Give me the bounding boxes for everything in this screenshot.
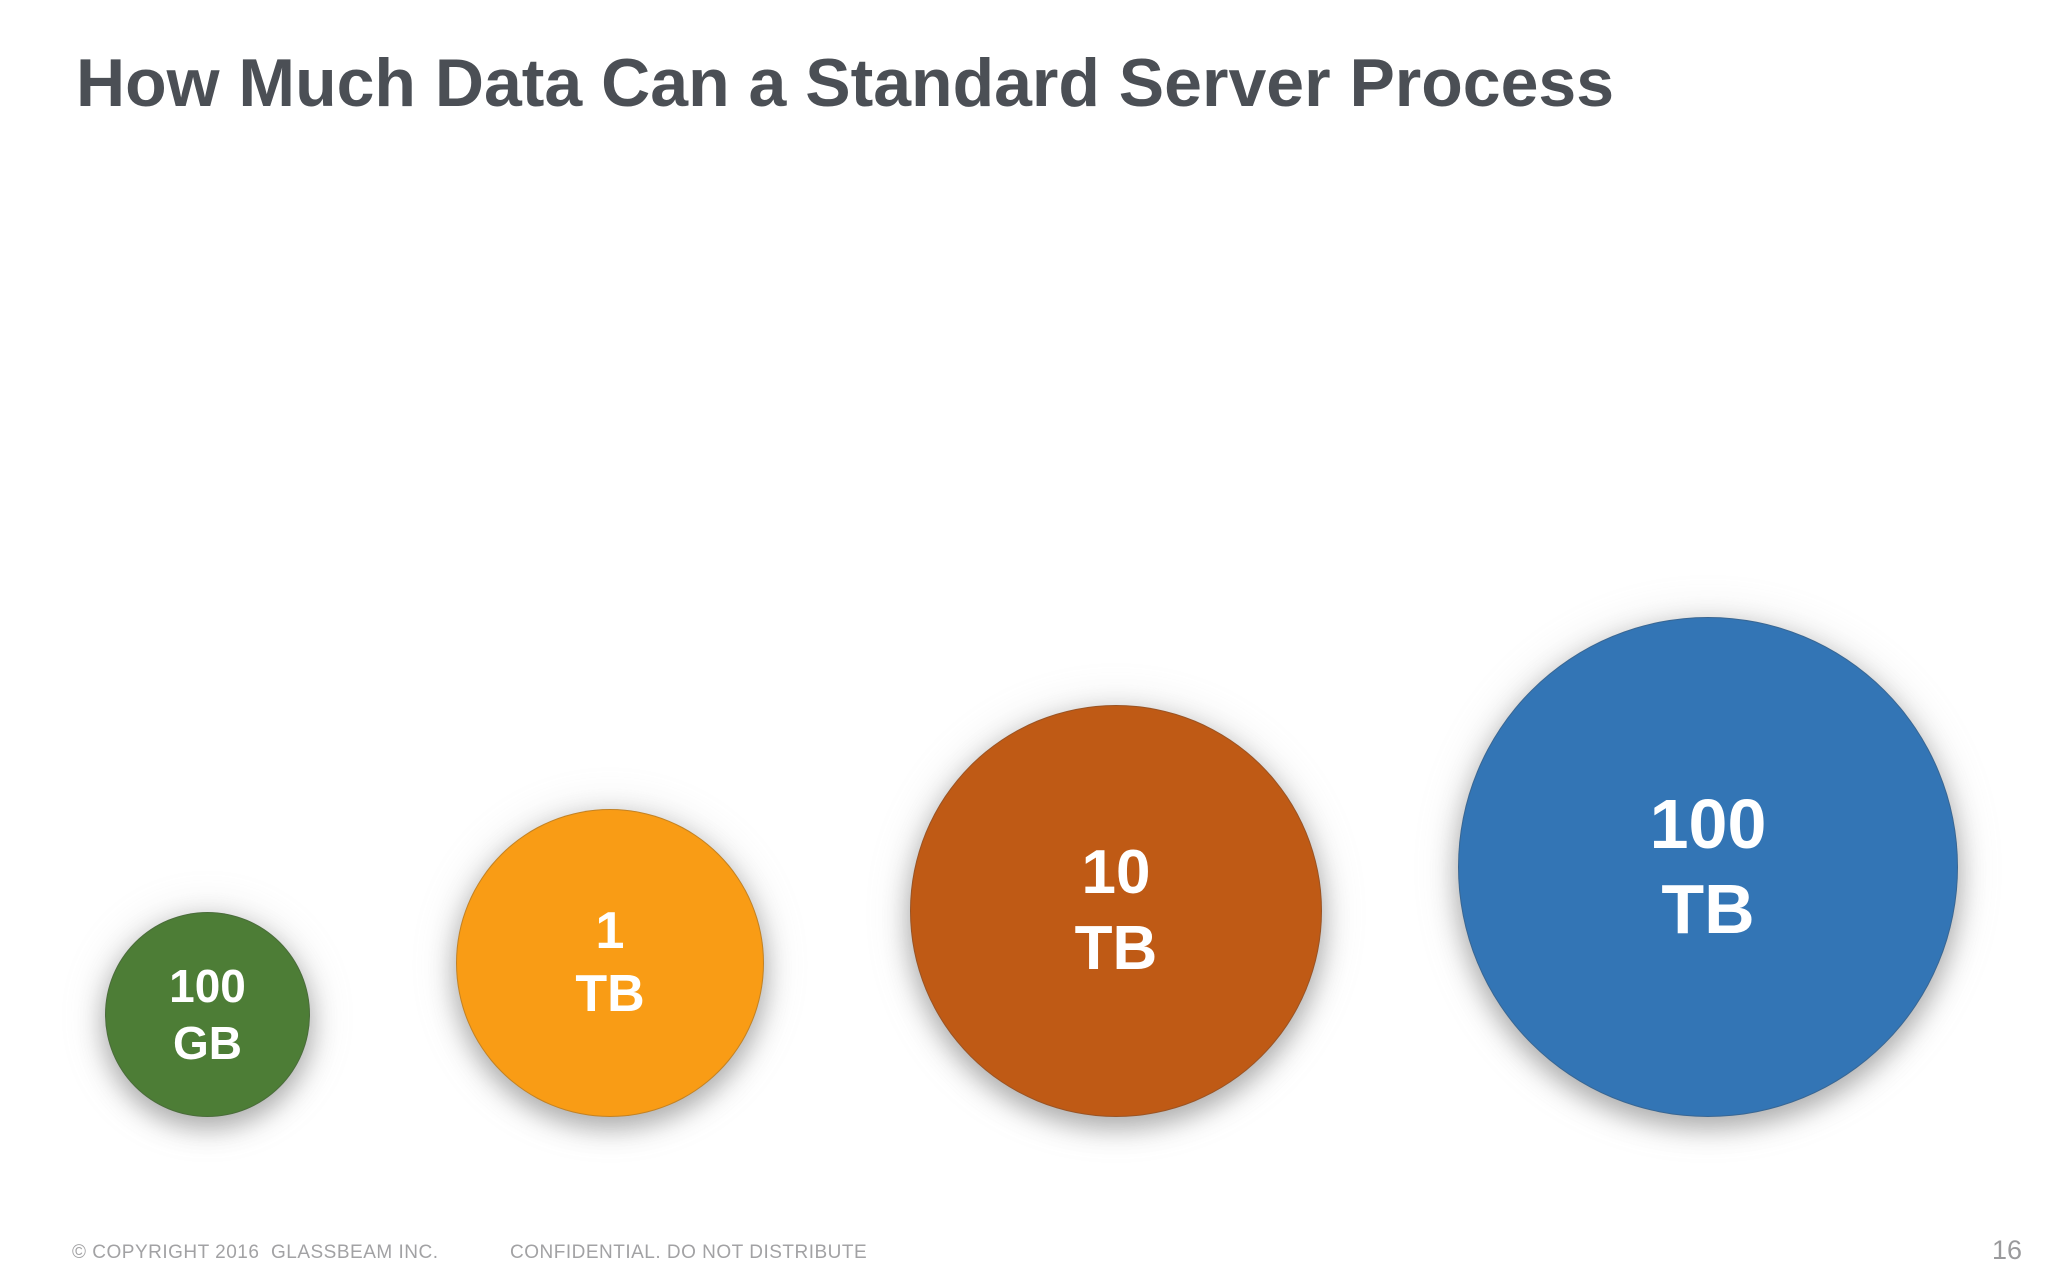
bubble-100gb-unit: GB (173, 1016, 242, 1069)
bubble-1tb-unit: TB (575, 965, 645, 1023)
footer-copyright-text: © COPYRIGHT 2016 GLASSBEAM INC. (72, 1242, 439, 1263)
bubble-10tb: 10 TB (910, 705, 1322, 1117)
footer-confidential-text: CONFIDENTIAL. DO NOT DISTRIBUTE (510, 1242, 868, 1263)
bubble-1tb: 1 TB (456, 809, 764, 1117)
slide-footer: © COPYRIGHT 2016 GLASSBEAM INC. CONFIDEN… (0, 1235, 2048, 1265)
bubble-100tb-value: 100 (1649, 784, 1767, 863)
bubble-100gb: 100 GB (105, 912, 310, 1117)
footer-page-number: 16 (1991, 1235, 2022, 1265)
bubble-100tb-unit: TB (1661, 870, 1755, 948)
bubble-10tb-unit: TB (1074, 914, 1158, 983)
bubble-10tb-value: 10 (1081, 838, 1151, 908)
bubble-1tb-value: 1 (595, 901, 625, 960)
bubble-100tb: 100 TB (1458, 617, 1958, 1117)
bubble-100gb-value: 100 (169, 960, 246, 1013)
slide-title: How Much Data Can a Standard Server Proc… (76, 45, 1615, 121)
